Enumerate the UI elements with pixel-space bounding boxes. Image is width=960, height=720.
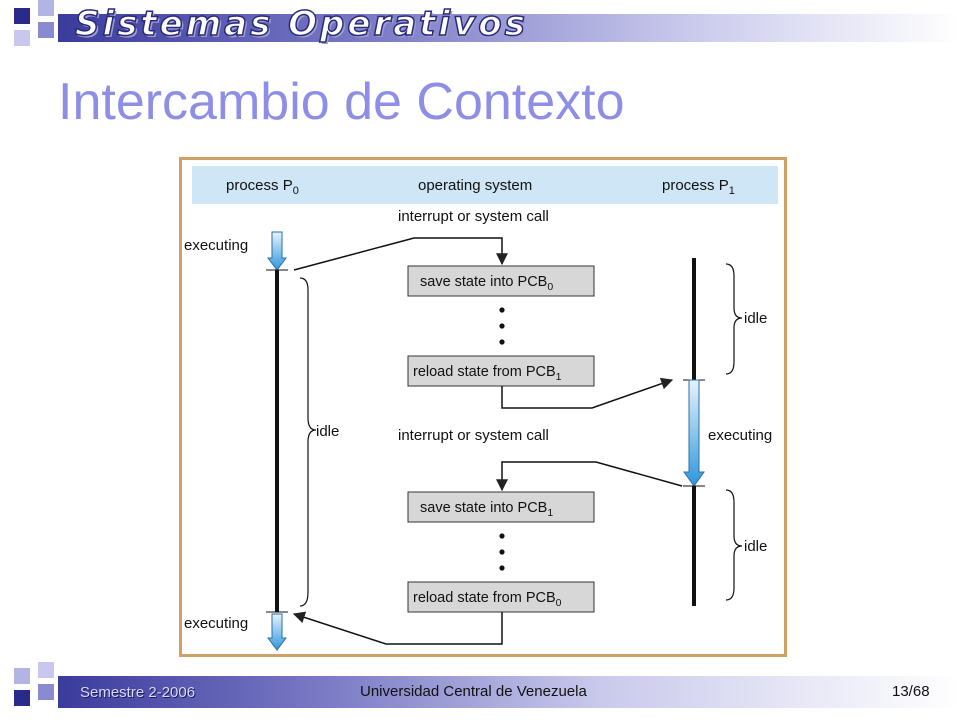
column-p0-label: process P0	[226, 177, 299, 197]
reload-state-box-1	[407, 355, 595, 387]
arrow-p0-to-os	[293, 237, 508, 271]
column-os-label: operating system	[418, 177, 532, 194]
arrow-p1-to-os	[496, 461, 683, 492]
save-state-box-2	[407, 491, 595, 523]
interrupt-label-1: interrupt or system call	[398, 208, 549, 225]
p0-executing-bottom-arrow	[267, 613, 287, 651]
footer-university: Universidad Central de Venezuela	[360, 683, 587, 700]
p1-idle-brace-top	[725, 263, 743, 375]
p1-executing-arrow	[683, 379, 705, 487]
interrupt-label-2: interrupt or system call	[398, 427, 549, 444]
header-bar	[58, 14, 960, 42]
reload-state-label-1: reload state from PCB1	[413, 364, 562, 383]
corner-square	[38, 22, 54, 38]
corner-square	[14, 668, 30, 684]
diagram-frame: process P0 operating system process P1 e…	[179, 157, 787, 657]
ellipsis-dot	[499, 549, 505, 555]
ellipsis-dot	[499, 323, 505, 329]
context-switch-diagram: process P0 operating system process P1 e…	[184, 166, 778, 651]
p1-idle-top-label: idle	[744, 310, 767, 327]
corner-square	[38, 0, 54, 16]
column-header-band	[192, 166, 778, 204]
column-p1-label: process P1	[662, 177, 735, 197]
p0-executing-bottom-label: executing	[184, 615, 248, 632]
ellipsis-dot	[499, 339, 505, 345]
corner-square	[38, 662, 54, 678]
arrow-os-to-p1	[501, 377, 674, 409]
footer-bar	[58, 676, 960, 708]
p0-executing-top-arrow	[267, 231, 287, 271]
arrow-os-to-p0	[292, 611, 503, 645]
corner-square	[14, 690, 30, 706]
ellipsis-dot	[499, 307, 505, 313]
footer-semester: Semestre 2-2006	[80, 684, 196, 701]
save-state-label-2: save state into PCB1	[420, 500, 553, 519]
footer-page-number: 13/68	[892, 683, 930, 700]
save-state-label-1: save state into PCB0	[420, 274, 553, 293]
diagram-canvas: process P0 operating system process P1 e…	[182, 160, 784, 654]
reload-state-label-2: reload state from PCB0	[413, 590, 562, 609]
p1-idle-bottom-label: idle	[744, 538, 767, 555]
ellipsis-dot	[499, 565, 505, 571]
reload-state-box-2	[407, 581, 595, 613]
p0-executing-top-label: executing	[184, 237, 248, 254]
header-title: Sistemas Operativos	[74, 3, 528, 45]
p0-idle-brace	[299, 277, 317, 607]
corner-square	[14, 30, 30, 46]
p1-idle-brace-bottom	[725, 489, 743, 601]
save-state-box-1	[407, 265, 595, 297]
slide-title: Intercambio de Contexto	[58, 73, 625, 131]
corner-square	[38, 684, 54, 700]
p0-idle-label: idle	[316, 423, 339, 440]
p1-executing-label: executing	[708, 427, 772, 444]
ellipsis-dot	[499, 533, 505, 539]
corner-square	[14, 8, 30, 24]
